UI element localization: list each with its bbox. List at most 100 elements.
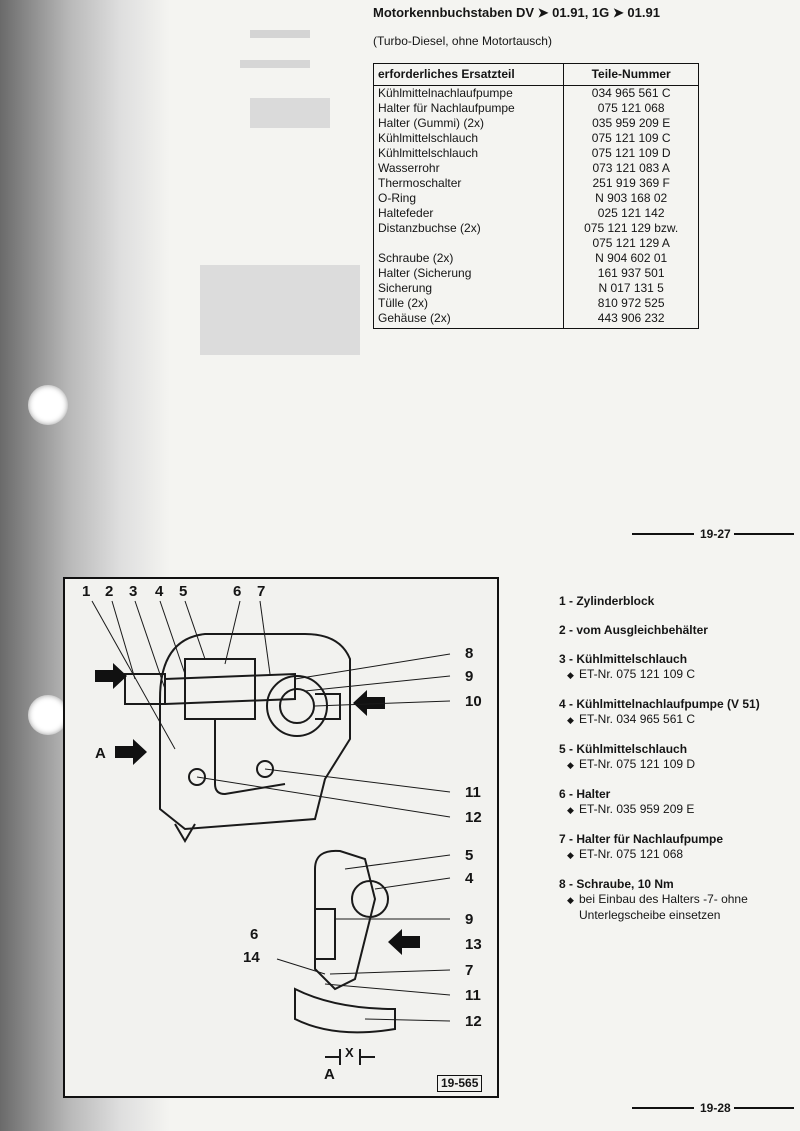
legend-item-title: 2 - vom Ausgleichbehälter <box>559 623 708 637</box>
parts-table-header: erforderliches Ersatzteil Teile-Nummer <box>372 63 699 86</box>
callout-11: 11 <box>465 784 481 801</box>
part-number-cell: 251 919 369 F <box>563 176 699 191</box>
part-number-cell: 161 937 501 <box>563 266 699 281</box>
callout-6-lower: 6 <box>250 926 259 943</box>
legend-item: 8 - Schraube, 10 Nm◆bei Einbau des Halte… <box>559 877 789 923</box>
legend-detail-text: ET-Nr. 075 121 068 <box>579 847 684 861</box>
legend-detail-text: ET-Nr. 075 121 109 D <box>579 757 696 771</box>
pump-bracket <box>184 658 256 720</box>
side-view-bracket <box>315 908 336 960</box>
part-name-cell: Gehäuse (2x) <box>372 311 565 329</box>
diamond-bullet-icon: ◆ <box>567 850 574 860</box>
part-number-cell: N 017 131 5 <box>563 281 699 296</box>
bleed-through-mark <box>250 98 330 128</box>
figure-reference: 19-565 <box>437 1075 483 1092</box>
callout-9: 9 <box>465 668 474 685</box>
leader-line <box>344 854 451 870</box>
part-name-cell: Halter (Gummi) (2x) <box>372 116 565 131</box>
part-number-cell: 073 121 083 A <box>563 161 699 176</box>
legend-item-detail: ◆ ET-Nr. 075 121 068 <box>559 847 789 863</box>
parts-table: erforderliches Ersatzteil Teile-Nummer K… <box>372 63 699 329</box>
leader-line <box>224 600 241 665</box>
legend-item-title: 4 - Kühlmittelnachlaufpumpe (V 51) <box>559 697 760 711</box>
leader-line <box>276 958 326 975</box>
engine-block-outline <box>159 633 351 831</box>
column-header-number: Teile-Nummer <box>563 63 699 86</box>
part-name-cell: Thermoschalter <box>372 176 565 191</box>
coolant-hose <box>164 672 296 705</box>
leader-line <box>159 600 186 675</box>
callout-6: 6 <box>233 583 242 600</box>
callout-1: 1 <box>82 583 91 600</box>
part-name-cell: Distanzbuchse (2x) <box>372 221 565 236</box>
mount-bolt <box>188 768 206 786</box>
page-number-label: 19-28 <box>700 1101 731 1115</box>
bracket-arm <box>214 719 286 796</box>
mount-bolt <box>256 760 274 778</box>
leader-line <box>314 700 451 707</box>
legend-item-detail: ◆ ET-Nr. 034 965 561 C <box>559 712 789 728</box>
part-name-cell: Tülle (2x) <box>372 296 565 311</box>
view-label-a: A <box>95 745 106 762</box>
part-number-cell: 035 959 209 E <box>563 116 699 131</box>
legend-item-title: 6 - Halter <box>559 787 611 801</box>
leader-line <box>134 600 166 690</box>
engine-code-title: Motorkennbuchstaben DV ➤ 01.91, 1G ➤ 01.… <box>373 5 660 20</box>
leader-line <box>374 877 451 890</box>
flow-arrow-icon <box>353 690 385 716</box>
diamond-bullet-icon: ◆ <box>567 670 574 680</box>
legend-detail-text: bei Einbau des Halters -7- ohne Unterleg… <box>579 892 748 922</box>
legend-item: 1 - Zylinderblock <box>559 594 789 609</box>
part-number-cell: 075 121 109 D <box>563 146 699 161</box>
leader-line <box>196 776 451 818</box>
binder-hole <box>28 385 68 425</box>
legend-item-detail: ◆bei Einbau des Halters -7- ohne Unterle… <box>559 892 789 923</box>
part-name-cell: Kühlmittelnachlaufpumpe <box>372 85 565 101</box>
part-number-cell: 443 906 232 <box>563 311 699 329</box>
page-number-label: 19-27 <box>700 527 731 541</box>
part-name-cell: Kühlmittelschlauch <box>372 131 565 146</box>
part-name-cell: Halter für Nachlaufpumpe <box>372 101 565 116</box>
flow-arrow-icon <box>95 663 127 689</box>
page-number-rule <box>632 1107 694 1109</box>
callout-7: 7 <box>257 583 266 600</box>
legend-detail-text: ET-Nr. 034 965 561 C <box>579 712 696 726</box>
callout-14: 14 <box>243 949 260 966</box>
binder-hole <box>28 695 68 735</box>
part-name-cell <box>372 236 565 251</box>
part-name-cell: Sicherung <box>372 281 565 296</box>
legend-item: 3 - Kühlmittelschlauch◆ET-Nr. 075 121 10… <box>559 652 789 683</box>
legend-item: 6 - Halter◆ET-Nr. 035 959 209 E <box>559 787 789 818</box>
legend-item-title: 7 - Halter für Nachlaufpumpe <box>559 832 724 846</box>
bleed-through-mark <box>240 60 310 68</box>
page-number-rule <box>632 533 694 535</box>
callout-7-lower: 7 <box>465 962 474 979</box>
part-number-cell: 075 121 129 A <box>563 236 699 251</box>
legend-item: 4 - Kühlmittelnachlaufpumpe (V 51) ◆ ET-Nr… <box>559 697 789 728</box>
dimension-ticks <box>339 1049 361 1065</box>
leader-line <box>329 969 451 975</box>
callout-9-lower: 9 <box>465 911 474 928</box>
part-number-cell: N 904 602 01 <box>563 251 699 266</box>
part-number-cell: 075 121 129 bzw. <box>563 221 699 236</box>
leader-line <box>324 983 451 996</box>
part-name-cell: O-Ring <box>372 191 565 206</box>
dimension-label-x: X <box>345 1045 354 1060</box>
part-name-cell: Wasserrohr <box>372 161 565 176</box>
view-label-a-lower: A <box>324 1066 335 1083</box>
callout-12: 12 <box>465 809 482 826</box>
diamond-bullet-icon: ◆ <box>567 715 574 725</box>
legend-item-detail: ◆ET-Nr. 075 121 109 D <box>559 757 789 773</box>
legend-detail-text: ET-Nr. 075 121 109 C <box>579 667 696 681</box>
leader-line <box>294 653 451 680</box>
outlet-pipe <box>315 693 341 720</box>
table-row: Halter (Gummi) (2x)035 959 209 E <box>372 116 699 131</box>
